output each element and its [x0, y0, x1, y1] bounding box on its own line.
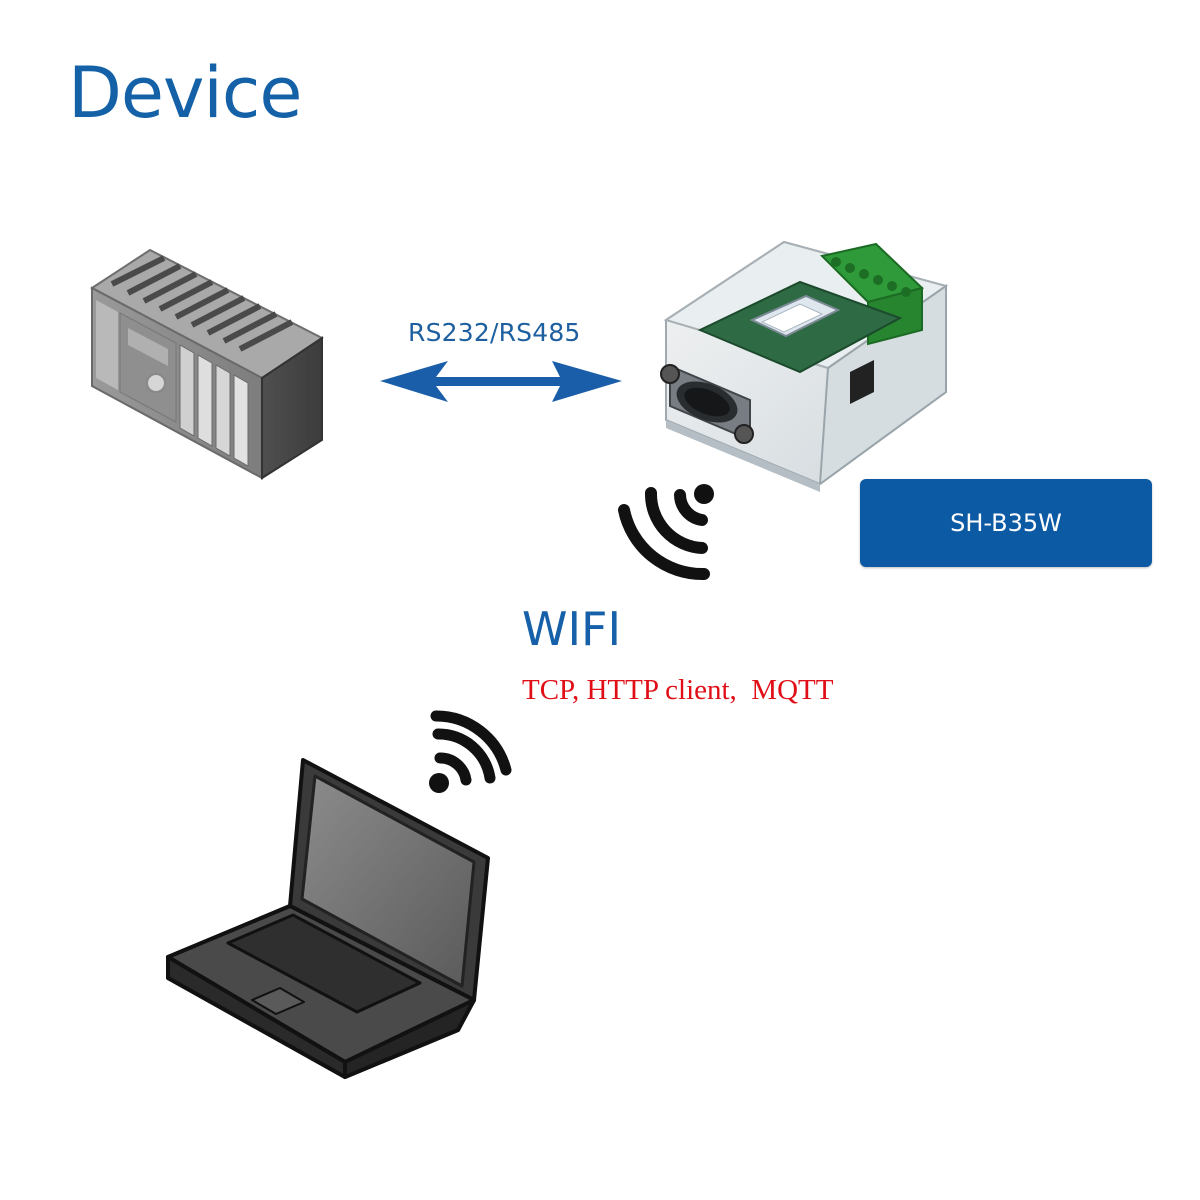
serial-wifi-converter-icon — [660, 240, 949, 492]
link-label: RS232/RS485 — [408, 318, 581, 347]
model-name: SH-B35W — [950, 509, 1062, 537]
model-badge: SH-B35W — [860, 479, 1152, 567]
laptop-icon — [166, 758, 490, 1079]
plc-server-icon — [90, 248, 324, 480]
diagram-title: Device — [68, 52, 302, 134]
wireless-label: WIFI — [522, 602, 622, 656]
double-arrow-icon — [380, 361, 622, 402]
protocol-list: TCP, HTTP client, MQTT — [522, 674, 834, 706]
wifi-signal-icon — [618, 484, 714, 581]
wifi-signal-icon — [429, 710, 512, 793]
